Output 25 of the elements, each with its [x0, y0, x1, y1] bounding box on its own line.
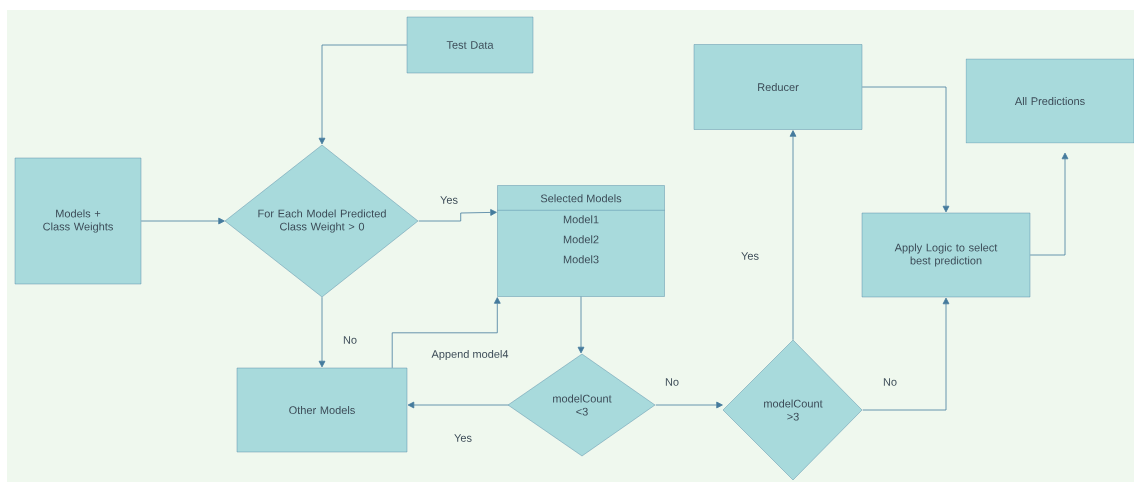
arrow [1029, 152, 1069, 256]
edge-label: No [341, 335, 359, 345]
edge-label: No [882, 377, 899, 387]
arrow [418, 209, 497, 222]
list-box: Selected Models Model1 Model2 Model3 [497, 185, 665, 297]
arrow [391, 297, 501, 369]
arrow [577, 296, 585, 354]
arrow [655, 401, 723, 409]
process-box: Models + Class Weights [14, 157, 142, 285]
arrow [318, 296, 326, 368]
arrow [789, 130, 797, 341]
edge-label: Yes [439, 195, 459, 205]
process-box: Apply Logic to select best prediction [861, 212, 1031, 298]
arrow [140, 217, 225, 225]
process-box: Reducer [693, 44, 863, 130]
process-box: Test Data [406, 16, 534, 74]
arrow [318, 44, 408, 145]
process-box: All Predictions [965, 58, 1134, 144]
arrow [861, 86, 950, 213]
edge-label: Yes [453, 433, 473, 443]
arrow [407, 401, 509, 409]
process-box: Other Models [236, 367, 408, 453]
edge-label: No [664, 377, 681, 387]
arrow [862, 297, 950, 411]
edge-label: Yes [740, 251, 760, 261]
